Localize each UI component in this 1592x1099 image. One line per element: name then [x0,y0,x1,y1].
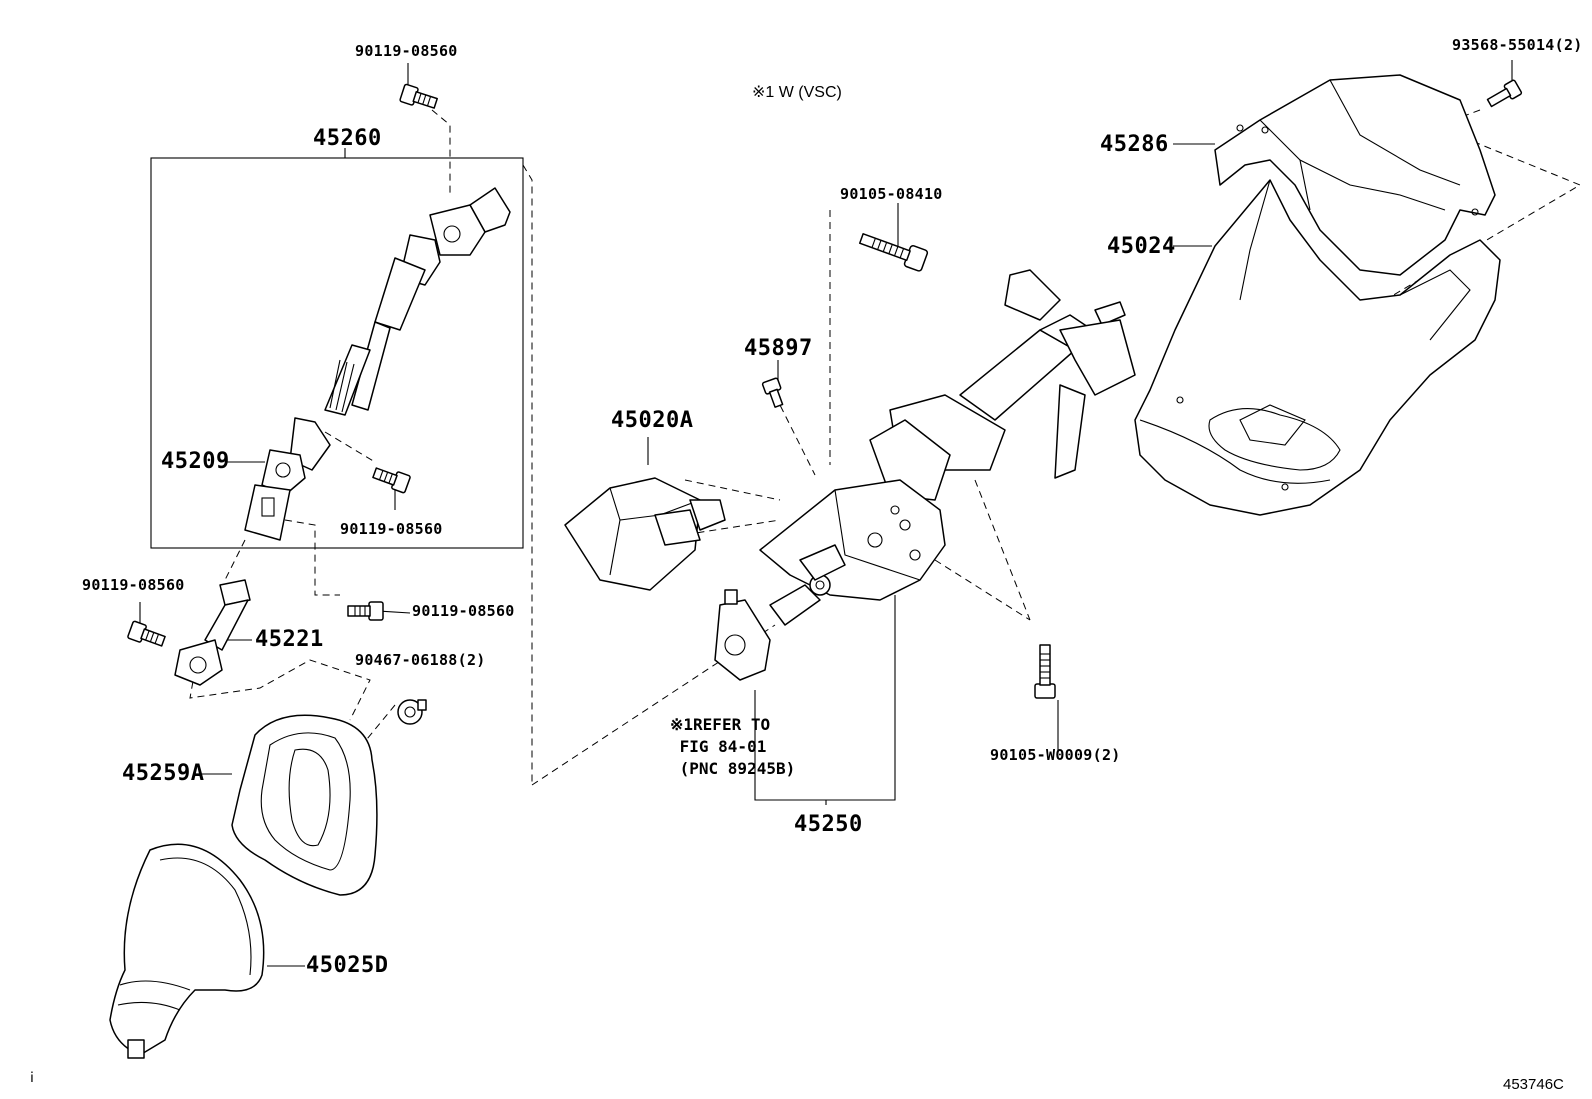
label-45024: 45024 [1107,234,1176,259]
label-45020A: 45020A [611,408,694,433]
bolt-90119-top [399,83,438,109]
bolt-90119-mid [372,467,411,494]
label-90119-left: 90119-08560 [82,576,185,594]
boot-45025D [109,843,265,1059]
lower-cover-45024 [1134,179,1501,516]
universal-joint-45209 [244,417,331,541]
label-93568: 93568-55014(2) [1452,36,1583,54]
bolt-93568 [1486,79,1523,108]
label-90119-top: 90119-08560 [355,42,458,60]
bolt-45897 [761,377,784,408]
label-45250: 45250 [794,812,863,837]
bolt-90105-w0009 [1034,644,1056,699]
ecu-45020A [564,477,726,591]
bolt-90119-left [127,620,166,647]
label-90467: 90467-06188(2) [355,651,486,669]
label-90105-08410: 90105-08410 [840,185,943,203]
upper-cover-45286 [1214,74,1496,276]
corner-mark: ⅰ [30,1069,34,1085]
clip-90467 [397,699,427,725]
label-45025D: 45025D [306,953,389,978]
label-45897: 45897 [744,336,813,361]
bolt-90119-right [347,601,384,621]
steering-column-45250 [759,269,1136,626]
assembly-box-45260 [150,157,524,549]
label-90119-right: 90119-08560 [412,602,515,620]
label-90119-mid: 90119-08560 [340,520,443,538]
bolt-90105-08410 [858,233,929,272]
vsc-note: ※1 W (VSC) [752,84,842,101]
label-45286: 45286 [1100,132,1169,157]
intermediate-shaft-45260 [324,187,511,416]
cover-plate-45259A [231,714,378,896]
label-45260: 45260 [313,126,382,151]
label-90105-w0009: 90105-W0009(2) [990,746,1121,764]
label-45259A: 45259A [122,761,205,786]
refer-note: ※1REFER TO FIG 84-01 (PNC 89245B) [670,715,796,778]
diagram-id: 453746C [1503,1076,1564,1093]
steering-sensor [714,589,771,681]
yoke-45221 [174,579,251,686]
label-45209: 45209 [161,449,230,474]
label-45221: 45221 [255,627,324,652]
